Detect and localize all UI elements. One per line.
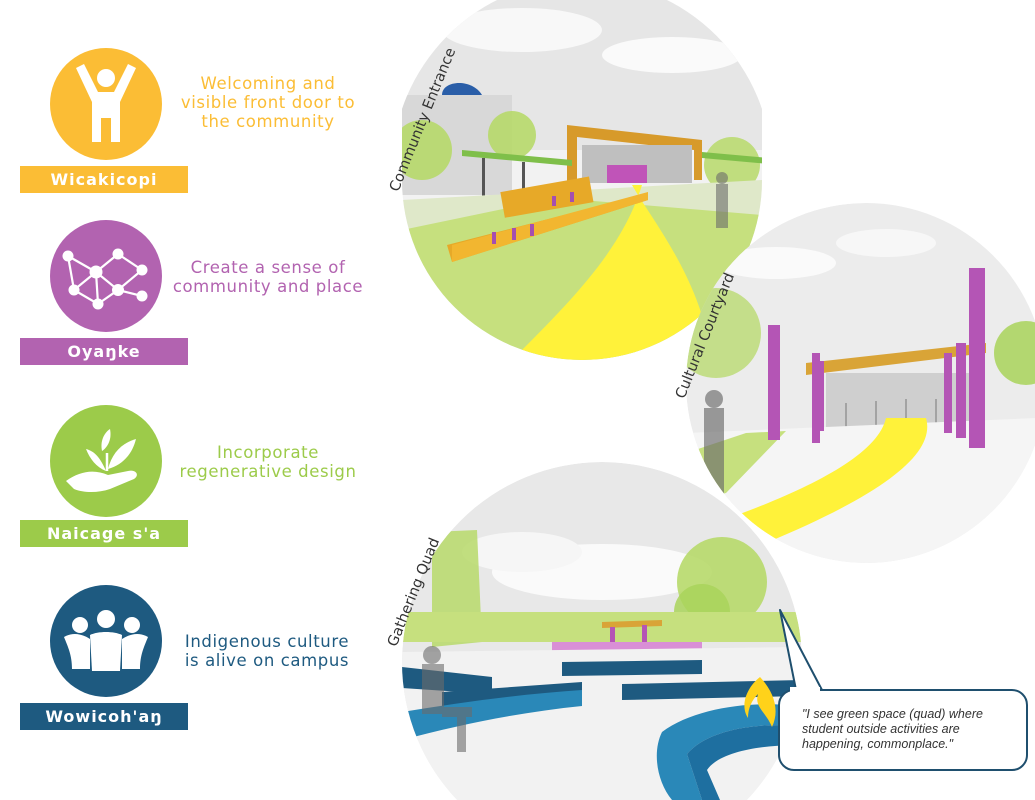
tagline-line: is alive on campus xyxy=(184,651,350,670)
community-entrance-scene xyxy=(402,0,762,360)
naicage-icon-circle xyxy=(50,405,162,517)
oyanke-icon-circle xyxy=(50,220,162,332)
tagline-line: regenerative design xyxy=(179,462,357,481)
wicakicopi-icon-circle xyxy=(50,48,162,160)
hand-with-leaves-icon xyxy=(50,405,162,517)
wowicohan-label: Wowicoh'aŋ xyxy=(20,703,188,730)
wicakicopi-label: Wicakicopi xyxy=(20,166,188,193)
naicage-tagline: Incorporate regenerative design xyxy=(168,443,368,481)
oyanke-tagline: Create a sense of community and place xyxy=(168,258,368,296)
speech-bubble-quote: "I see green space (quad) where student … xyxy=(802,707,983,751)
cultural-courtyard-scene xyxy=(686,203,1035,563)
naicage-label: Naicage s'a xyxy=(20,520,188,547)
tagline-line: the community xyxy=(201,112,335,131)
speech-bubble-pointer-mask xyxy=(790,687,820,694)
tagline-line: Incorporate xyxy=(217,443,319,462)
people-group-icon xyxy=(50,585,162,697)
oyanke-label: Oyaŋke xyxy=(20,338,188,365)
tagline-line: Create a sense of xyxy=(190,258,346,277)
gathering-quad-scene xyxy=(402,462,802,800)
tagline-line: visible front door to xyxy=(180,93,356,112)
wowicohan-tagline: Indigenous culture is alive on campus xyxy=(172,632,362,670)
wicakicopi-tagline: Welcoming and visible front door to the … xyxy=(172,74,364,131)
network-nodes-icon xyxy=(50,220,162,332)
speech-bubble xyxy=(778,689,1028,771)
wowicohan-icon-circle xyxy=(50,585,162,697)
person-arms-raised-icon xyxy=(50,48,162,160)
tagline-line: community and place xyxy=(172,277,364,296)
tagline-line: Welcoming and xyxy=(200,74,336,93)
tagline-line: Indigenous culture xyxy=(184,632,350,651)
speech-bubble-pointer xyxy=(779,609,823,691)
